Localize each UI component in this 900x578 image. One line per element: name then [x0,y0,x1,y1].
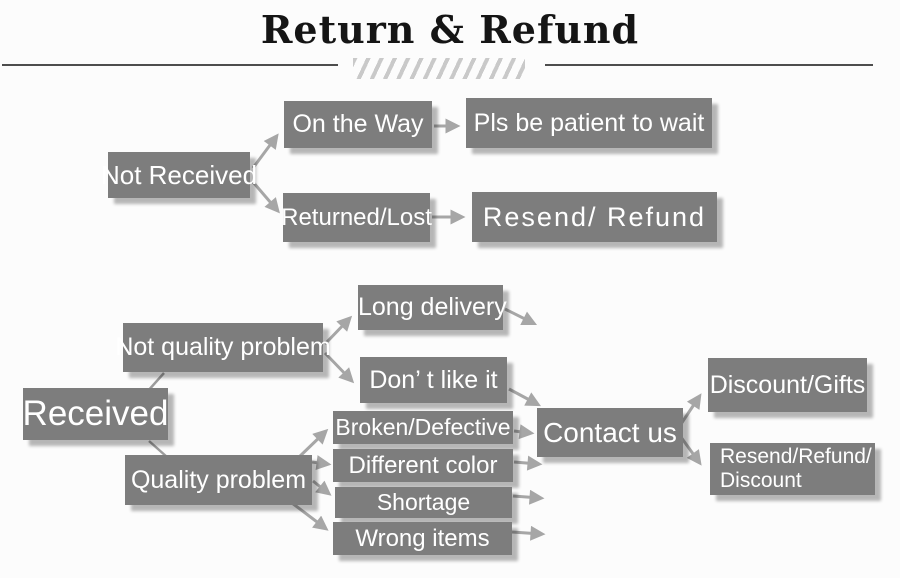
arrow-shortage-out [512,489,545,505]
resend-refund-discount-line2: Discount [720,469,802,492]
flow-node-long-delivery: Long delivery [358,285,507,330]
flow-node-broken-defective: Broken/Defective [333,411,513,444]
flow-node-on-the-way: On the Way [284,101,432,148]
page-title: Return & Refund [260,7,640,52]
flow-node-not-quality-problem: Not quality problem [115,323,331,372]
flow-node-different-color: Different color [333,449,513,482]
line-received-to-quality [148,440,168,458]
arrow-dont-like-to-contact-us [508,387,541,407]
divider-line-right [545,64,873,66]
flow-node-contact-us: Contact us [537,408,683,457]
arrow-not-received-to-on-the-way [251,133,279,169]
arrow-not-quality-to-long-delivery [323,315,353,346]
arrow-quality-to-wrong-items [291,501,329,531]
flow-node-received: Received [23,388,168,440]
arrow-wrong-items-out [511,525,546,541]
arrow-broken-to-contact-us [513,424,535,440]
arrow-long-delivery-out [504,307,538,326]
flow-node-discount-gifts: Discount/Gifts [708,358,867,412]
arrow-quality-to-broken [295,428,329,461]
flow-node-shortage: Shortage [335,487,512,518]
flow-node-not-received: Not Received [101,152,257,198]
resend-refund-discount-line1: Resend/Refund/ [720,444,872,468]
flow-node-wrong-items: Wrong items [333,522,512,555]
hatch-stripes-decoration [353,58,525,79]
divider-line-left [2,64,338,66]
flow-node-resend-refund: Resend/ Refund [472,192,717,242]
arrow-not-received-to-returned-lost [251,181,280,214]
flow-node-resend-refund-discount: Resend/Refund/ Discount [710,443,875,495]
flow-node-pls-be-patient: Pls be patient to wait [466,98,712,148]
arrow-not-quality-to-dont-like [323,351,355,384]
arrow-quality-to-shortage [312,479,332,496]
flow-node-quality-problem: Quality problem [125,455,312,505]
arrow-different-color-out [513,455,543,471]
flow-node-returned-lost: Returned/Lost [281,193,432,242]
arrow-quality-to-different-color [311,455,332,471]
flow-node-dont-like-it: Don’ t like it [360,357,507,403]
